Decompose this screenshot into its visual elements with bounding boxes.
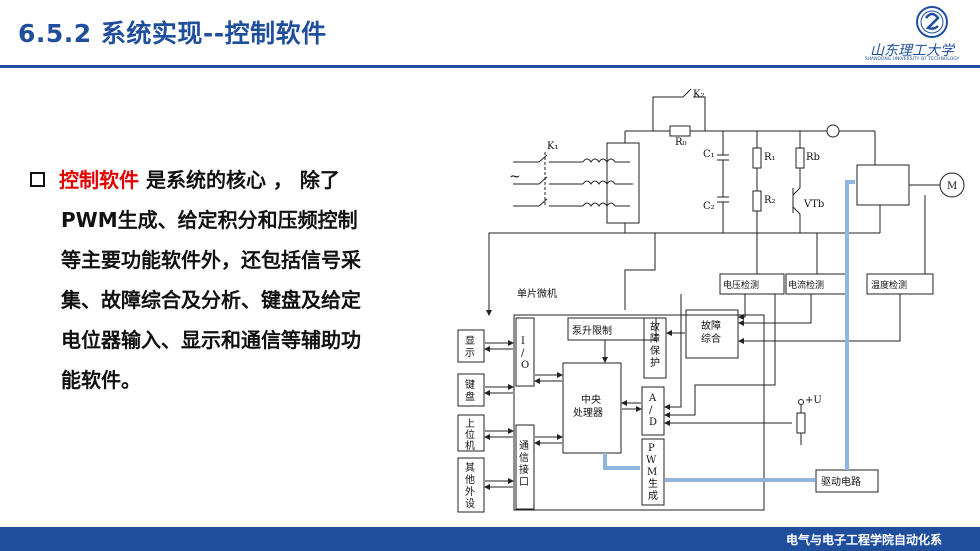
r1-label: R₁ <box>764 152 776 163</box>
io-3: O <box>521 360 529 371</box>
pwm-2: W <box>646 455 657 466</box>
body-lead-highlight: 控制软件 <box>59 168 139 192</box>
pwm-1: P <box>648 443 655 454</box>
title-divider <box>0 65 980 68</box>
ac-symbol: ~ <box>509 169 521 185</box>
other-3: 外 <box>465 486 475 498</box>
host-2: 位 <box>465 428 475 441</box>
display-2: 示 <box>465 348 475 359</box>
body-line-4: 集、故障综合及分析、键盘及给定 <box>61 288 361 312</box>
control-system-diagram: K₁ K₂ R₀ C₁ C₂ R₁ R₂ Rb VTb M ~ +U 单片微机 … <box>457 88 965 513</box>
current-detect-label: 电流检测 <box>788 279 824 291</box>
fault-protect-4: 护 <box>650 356 660 369</box>
comm-4: 口 <box>519 477 529 488</box>
voltage-detect-label: 电压检测 <box>723 279 759 291</box>
mcu-label: 单片微机 <box>517 287 557 300</box>
cpu-line-2: 处理器 <box>573 407 603 419</box>
cpu-line-1: 中央 <box>581 393 601 406</box>
page-title: 6.5.2 系统实现--控制软件 <box>18 19 327 48</box>
fault-protect-3: 保 <box>650 344 660 357</box>
rb-label: Rb <box>806 152 820 163</box>
k1-label: K₁ <box>547 141 558 152</box>
logo-subtitle: SHANDONG UNIVERSITY OF TECHNOLOGY <box>864 57 960 62</box>
keyboard-2: 盘 <box>465 390 475 403</box>
body-line-1-rest: 是系统的核心 ， 除了 <box>139 168 340 192</box>
pwm-4: 生 <box>648 477 658 490</box>
body-line-2: PWM生成、给定积分和压频控制 <box>61 208 358 232</box>
ad-2: / <box>649 405 653 416</box>
fault-protect-2: 障 <box>650 332 660 345</box>
io-2: / <box>521 348 525 359</box>
pwm-3: M <box>647 467 657 478</box>
comm-2: 信 <box>519 452 529 464</box>
k2-label: K₂ <box>693 89 704 100</box>
body-line-3: 等主要功能软件外，还包括信号采 <box>61 248 361 272</box>
fault-combine-2: 综合 <box>701 332 721 345</box>
footer-text: 电气与电子工程学院自动化系 <box>785 533 942 547</box>
footer-bar: 电气与电子工程学院自动化系 <box>0 527 980 551</box>
ad-1: A <box>648 393 657 404</box>
pwm-5: 成 <box>648 490 658 502</box>
c1-label: C₁ <box>703 149 715 160</box>
drive-circuit-label: 驱动电路 <box>821 475 861 488</box>
host-1: 上 <box>465 418 475 430</box>
comm-1: 通 <box>519 440 529 452</box>
body-line-6: 能软件。 <box>61 368 141 392</box>
r0-label: R₀ <box>675 137 687 148</box>
comm-3: 接 <box>519 463 529 476</box>
display-1: 显 <box>465 335 475 347</box>
r2-label: R₂ <box>764 195 776 206</box>
logo-caption: 山东理工大学 <box>870 43 954 59</box>
body-line-1: 控制软件 是系统的核心 ， 除了 <box>30 160 440 200</box>
pump-limit-label: 泵升限制 <box>572 324 612 337</box>
keyboard-1: 键 <box>465 378 475 391</box>
fault-combine-1: 故障 <box>701 319 721 332</box>
body-text: 控制软件 是系统的核心 ， 除了 PWM生成、给定积分和压频控制 等主要功能软件… <box>30 160 440 400</box>
c2-label: C₂ <box>703 201 715 212</box>
vtb-label: VTb <box>803 199 824 210</box>
host-3: 机 <box>465 439 475 452</box>
plus-u-label: +U <box>805 395 822 406</box>
ad-3: D <box>649 417 657 428</box>
university-logo-icon <box>916 6 948 38</box>
temp-detect-label: 温度检测 <box>871 279 907 291</box>
other-4: 设 <box>465 498 475 510</box>
other-2: 他 <box>465 473 475 486</box>
other-1: 其 <box>465 462 475 474</box>
motor-label: M <box>947 181 957 192</box>
body-line-5: 电位器输入、显示和通信等辅助功 <box>61 328 361 352</box>
io-1: I <box>521 336 525 347</box>
fault-protect-1: 故 <box>650 320 660 333</box>
checkbox-bullet-icon <box>30 172 45 187</box>
